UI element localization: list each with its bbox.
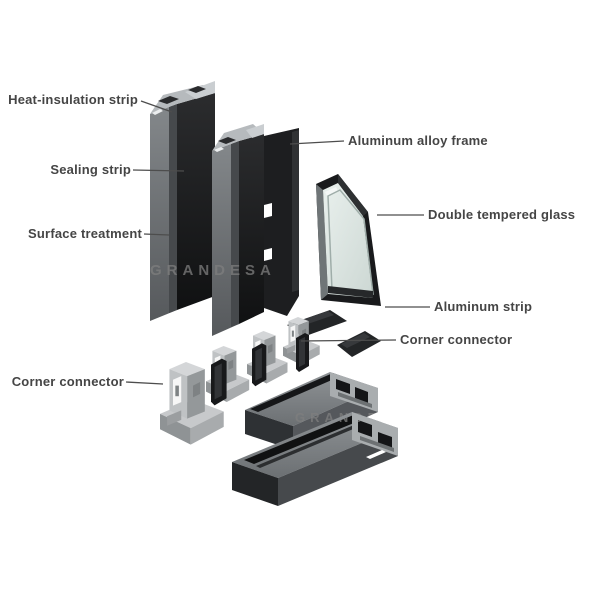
gasket-strip-2 [337,331,381,357]
label-corner-connector-right: Corner connector [400,332,513,347]
label-surface-treatment: Surface treatment [28,226,142,241]
glass-unit [316,174,381,306]
vertical-profile-left [150,81,215,321]
leader-lines [125,100,430,385]
insulation-sheet [264,128,299,316]
label-sealing-strip: Sealing strip [50,162,131,177]
angle-gasket-1 [211,358,227,406]
horizontal-profile-bottom [232,412,398,506]
angle-gasket-2 [252,343,267,387]
label-aluminum-strip: Aluminum strip [434,299,533,314]
label-heat-insulation-strip: Heat-insulation strip [8,92,138,107]
label-corner-connector-left: Corner connector [11,374,124,389]
vertical-profile-right [212,124,264,336]
label-double-tempered-glass: Double tempered glass [428,207,576,222]
angle-gasket-3 [296,333,309,372]
label-aluminum-alloy-frame: Aluminum alloy frame [348,133,488,148]
